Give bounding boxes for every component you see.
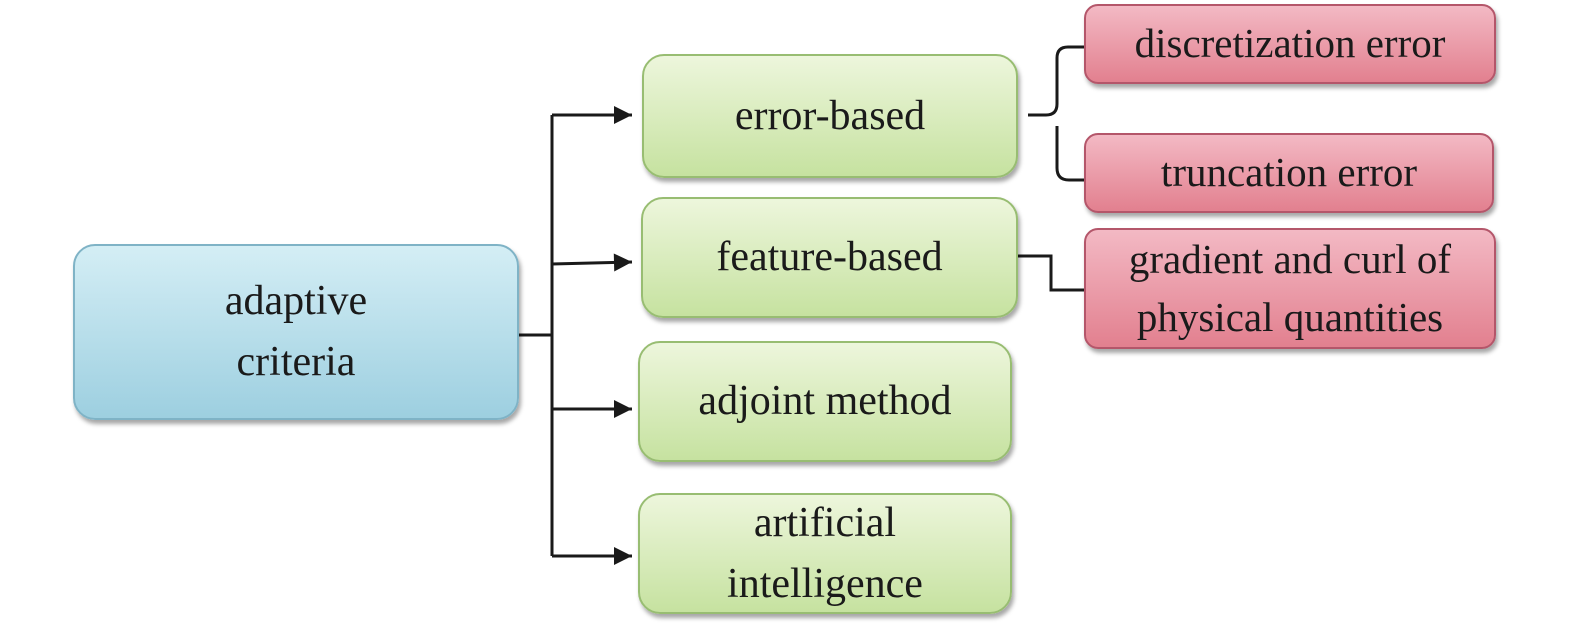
detail-label: truncation error	[1160, 149, 1418, 196]
category-node-feature-based: feature-based	[641, 197, 1018, 318]
category-label: adjoint method	[698, 378, 952, 425]
category-label-line-2: intelligence	[727, 560, 923, 607]
root-node-adaptive-criteria: adaptive criteria	[73, 244, 519, 420]
category-label-line-1: artificial	[753, 499, 897, 546]
connector-feature-based	[1018, 254, 1084, 292]
brace-error-based	[1028, 45, 1084, 182]
detail-label: discretization error	[1134, 20, 1446, 67]
detail-label-line-2: physical quantities	[1136, 293, 1444, 340]
detail-node-discretization-error: discretization error	[1084, 4, 1496, 84]
root-label-line-1: adaptive	[224, 278, 368, 325]
detail-label-line-1: gradient and curl of	[1128, 236, 1452, 283]
root-label-line-2: criteria	[236, 339, 356, 385]
category-label: feature-based	[716, 234, 943, 281]
detail-node-gradient-and-curl: gradient and curl of physical quantities	[1084, 228, 1496, 349]
category-label: error-based	[734, 92, 926, 139]
category-node-artificial-intelligence: artificial intelligence	[638, 493, 1012, 614]
category-node-adjoint-method: adjoint method	[638, 341, 1012, 462]
arrow-to-feature-based	[551, 253, 633, 272]
detail-node-truncation-error: truncation error	[1084, 133, 1494, 213]
category-node-error-based: error-based	[642, 54, 1018, 178]
